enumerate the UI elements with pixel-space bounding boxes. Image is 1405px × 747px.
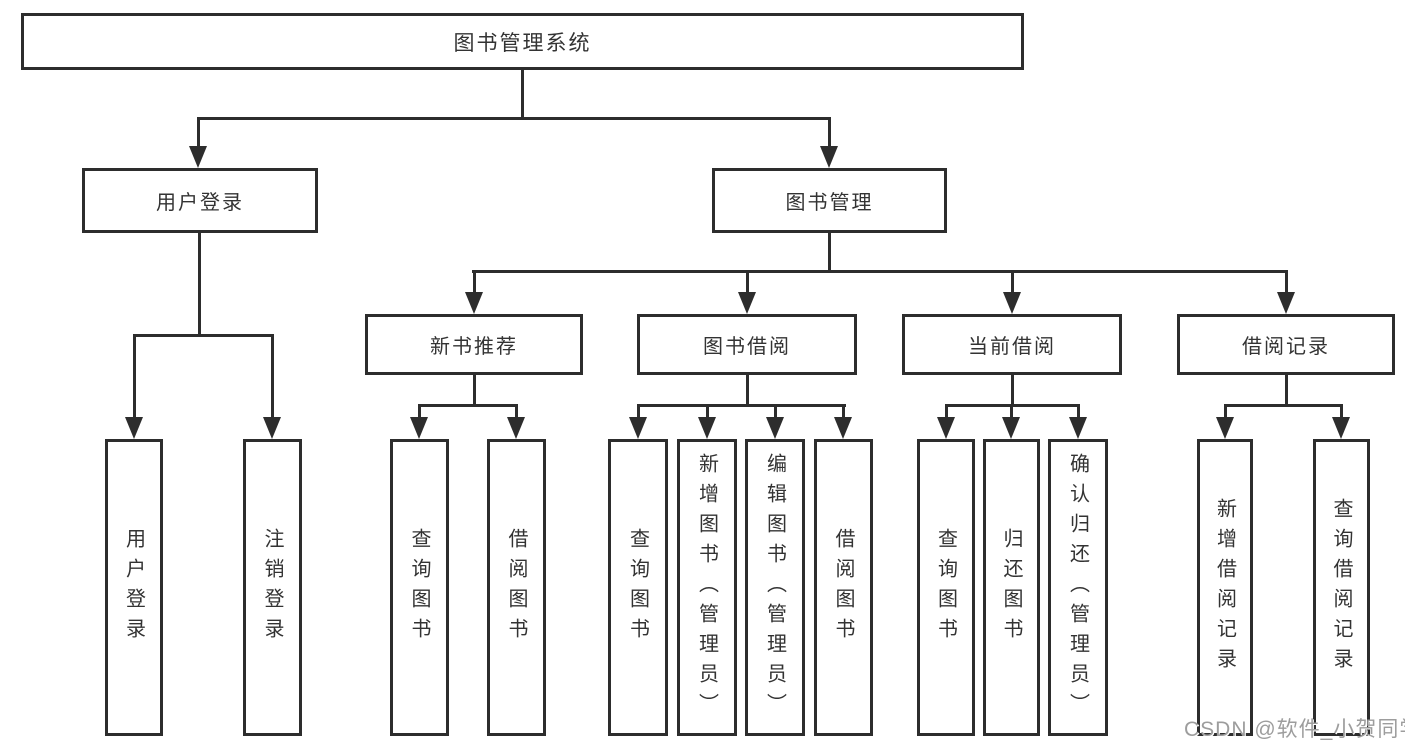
arrow-to-cb-confirm (1069, 417, 1087, 439)
arrow-to-cb-query (937, 417, 955, 439)
connector-book-management-stem (828, 232, 831, 273)
arrow-to-book-borrow (738, 292, 756, 314)
connector-book-borrow-rail (637, 404, 846, 407)
arrow-to-bb-borrow (834, 417, 852, 439)
connector-level2-rail (472, 270, 1288, 273)
connector-current-borrow-stem (1011, 374, 1014, 407)
connector-stem-nb-borrow (515, 406, 518, 419)
node-borrow-records: 借阅记录 (1177, 314, 1395, 375)
arrow-to-nb-query (410, 417, 428, 439)
connector-stem-bb-query (637, 406, 640, 419)
node-leaf-cb-query-books: 查询图书 (917, 439, 975, 736)
connector-stem-cb-confirm (1077, 406, 1080, 419)
arrow-to-cb-return (1002, 417, 1020, 439)
connector-stem-leaf-logout (271, 335, 274, 419)
node-leaf-cb-confirm-return-admin: 确认归还（管理员） (1048, 439, 1108, 736)
connector-level1-rail (197, 117, 831, 120)
connector-stem-cb-query (945, 406, 948, 419)
node-leaf-bb-add-books-admin: 新增图书（管理员） (677, 439, 737, 736)
arrow-to-nb-borrow (507, 417, 525, 439)
connector-root-stem (521, 69, 524, 119)
connector-stem-cb-return (1010, 406, 1013, 419)
arrow-to-borrow-records (1277, 292, 1295, 314)
connector-current-borrow-rail (945, 404, 1080, 407)
connector-stem-user-login (197, 118, 200, 148)
connector-stem-current-borrow (1011, 272, 1014, 294)
arrow-to-leaf-user-login (125, 417, 143, 439)
arrow-to-leaf-logout (263, 417, 281, 439)
connector-borrow-records-stem (1285, 374, 1288, 407)
connector-stem-book-management (828, 118, 831, 148)
arrow-to-user-login (189, 146, 207, 168)
connector-user-login-rail (133, 334, 274, 337)
arrow-to-bb-query (629, 417, 647, 439)
node-leaf-br-query-record: 查询借阅记录 (1313, 439, 1370, 736)
arrow-to-book-management (820, 146, 838, 168)
arrow-to-bb-edit (766, 417, 784, 439)
node-book-management: 图书管理 (712, 168, 947, 233)
connector-stem-bb-borrow (842, 406, 845, 419)
arrow-to-br-query (1332, 417, 1350, 439)
node-leaf-bb-borrow-books: 借阅图书 (814, 439, 873, 736)
node-current-borrow: 当前借阅 (902, 314, 1122, 375)
arrow-to-current-borrow (1003, 292, 1021, 314)
arrow-to-br-add (1216, 417, 1234, 439)
connector-borrow-records-rail (1224, 404, 1343, 407)
node-leaf-br-add-record: 新增借阅记录 (1197, 439, 1253, 736)
node-root: 图书管理系统 (21, 13, 1024, 70)
connector-stem-leaf-user-login (133, 335, 136, 419)
connector-book-borrow-stem (746, 374, 749, 407)
connector-new-book-stem (473, 374, 476, 407)
connector-stem-new-book (473, 272, 476, 294)
node-leaf-nb-query-books: 查询图书 (390, 439, 449, 736)
connector-stem-br-query (1340, 406, 1343, 419)
node-leaf-logout: 注销登录 (243, 439, 302, 736)
connector-stem-bb-add (706, 406, 709, 419)
arrow-to-new-book (465, 292, 483, 314)
node-leaf-user-login: 用户登录 (105, 439, 163, 736)
watermark: CSDN @软件_小贺同学 (1184, 718, 1405, 741)
connector-stem-nb-query (418, 406, 421, 419)
node-new-book-recommend: 新书推荐 (365, 314, 583, 375)
connector-stem-borrow-records (1285, 272, 1288, 294)
connector-user-login-stem (198, 232, 201, 336)
connector-stem-book-borrow (746, 272, 749, 294)
connector-new-book-rail (418, 404, 518, 407)
node-book-borrow: 图书借阅 (637, 314, 857, 375)
node-leaf-cb-return-books: 归还图书 (983, 439, 1040, 736)
arrow-to-bb-add (698, 417, 716, 439)
node-leaf-nb-borrow-books: 借阅图书 (487, 439, 546, 736)
connector-stem-bb-edit (774, 406, 777, 419)
connector-stem-br-add (1224, 406, 1227, 419)
node-user-login: 用户登录 (82, 168, 318, 233)
node-leaf-bb-query-books: 查询图书 (608, 439, 668, 736)
node-leaf-bb-edit-books-admin: 编辑图书（管理员） (745, 439, 805, 736)
